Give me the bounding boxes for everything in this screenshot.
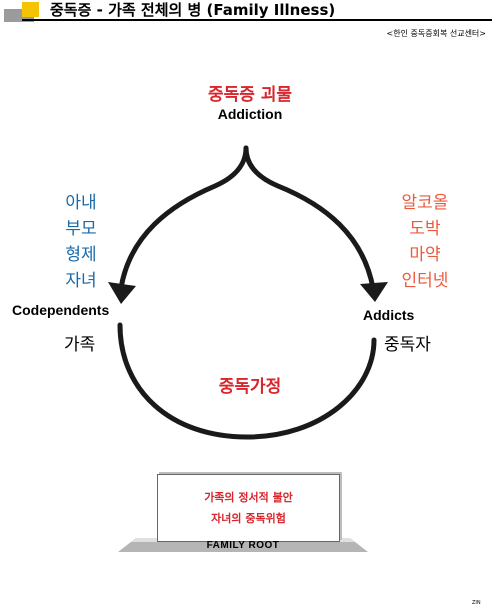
addicts-label: Addicts: [363, 307, 415, 323]
header-rule: [22, 19, 492, 21]
list-item: 마약: [409, 245, 441, 265]
root-line-addiction-risk: 자녀의 중독위험: [211, 512, 286, 525]
left-arrow-head: [108, 282, 136, 304]
codependents-label: Codependents: [12, 302, 110, 318]
header-yellow-block: [22, 2, 39, 17]
list-item: 부모: [65, 219, 97, 239]
family-root-label: FAMILY ROOT: [206, 540, 280, 551]
page-subtitle: <한인 중독증회복 선교센터>: [386, 29, 486, 38]
page-title: 중독증 - 가족 전체의 병 (Family Illness): [50, 1, 336, 19]
codependent-list: 아내 부모 형제 자녀: [56, 190, 106, 294]
list-item: 형제: [65, 245, 97, 265]
family-label: 가족: [64, 335, 96, 355]
addict-korean-label: 중독자: [384, 335, 431, 355]
family-root-box: [157, 474, 340, 542]
cycle-bottom-arc: [117, 322, 377, 440]
addiction-label: Addiction: [217, 106, 283, 122]
root-line-emotional-instability: 가족의 정서적 불안: [204, 491, 293, 504]
addiction-monster-label: 중독증 괴물: [207, 85, 293, 105]
addicted-family-label: 중독가정: [218, 377, 282, 397]
list-item: 알코올: [401, 193, 449, 213]
list-item: 자녀: [65, 271, 97, 291]
footer-mark: ZIN: [472, 600, 481, 606]
right-arrow-head: [360, 282, 388, 302]
list-item: 아내: [65, 193, 97, 213]
addiction-type-list: 알코올 도박 마약 인터넷: [390, 190, 460, 294]
list-item: 인터넷: [401, 271, 449, 291]
list-item: 도박: [409, 219, 441, 239]
cycle-right-arc: [243, 145, 376, 291]
cycle-left-arc: [118, 145, 249, 291]
